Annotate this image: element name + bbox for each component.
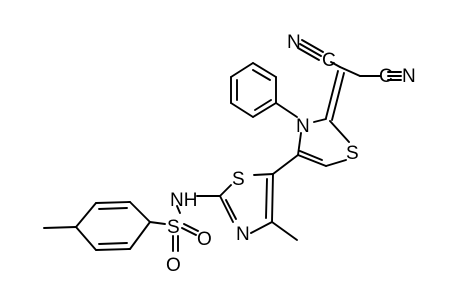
bond-n3-c2	[313, 118, 327, 123]
bond-c4-n3	[297, 132, 302, 156]
bond-tol-2	[95, 201, 131, 204]
thiazoline-ring	[297, 118, 350, 167]
bond-c-to-ylidene-left	[330, 61, 341, 68]
thiazole-ring	[219, 173, 298, 241]
bond-exocyclic-double-1	[325, 70, 339, 119]
atom-label-n-left: N	[287, 32, 301, 53]
bond-tol-4	[75, 226, 97, 251]
bond-nh-s	[176, 205, 181, 214]
bond-methyl-thiazole	[271, 221, 298, 241]
bond-ph-2	[252, 62, 277, 78]
atom-label-ring-s-bottom: S	[232, 169, 245, 190]
bond-c2-s1	[329, 120, 350, 143]
bond-tol-5-inner	[98, 242, 128, 245]
bond-tol-5	[95, 248, 131, 251]
bond-s-aryl	[149, 221, 166, 225]
bond-s1p-c2p	[219, 184, 232, 197]
bond-nitrile-left-1	[301, 39, 324, 53]
bond-ph-6-inner	[254, 99, 272, 111]
atom-label-oxygen-bottom: O	[166, 255, 181, 276]
dicyanomethylene-group	[297, 39, 402, 121]
atom-label-c-right: C	[379, 66, 393, 87]
atom-label-c-left: C	[322, 50, 336, 71]
bond-c2p-n3p	[219, 195, 234, 223]
tolyl-ring	[43, 201, 151, 251]
bond-s-o-right-2	[181, 227, 197, 236]
atom-label-nh: NH	[170, 190, 197, 211]
bond-nitrile-left-3	[297, 47, 320, 61]
bond-ph-5	[230, 102, 254, 118]
bond-ph-2-inner	[252, 69, 271, 81]
bond-methyl-tolyl	[43, 226, 77, 229]
atom-label-n-right: N	[402, 66, 416, 87]
bond-c4p-c5p-inner	[265, 178, 268, 219]
bond-s1-c5	[325, 159, 347, 167]
bond-ph-3	[230, 62, 254, 78]
bond-tol-6	[129, 221, 151, 250]
bond-exocyclic-double-2	[331, 72, 345, 121]
atom-label-thiazole-n: N	[236, 224, 250, 245]
atom-label-ring-n: N	[296, 116, 310, 137]
atom-label-ring-s-top: S	[346, 143, 359, 164]
bond-tol-2-inner	[98, 207, 128, 210]
bond-tol-1	[129, 201, 151, 223]
bond-c5-c4	[297, 154, 327, 167]
bond-c2p-n3p-inner	[225, 199, 237, 220]
bond-ring-linker	[272, 154, 299, 175]
bond-nitrile-left-2	[299, 43, 322, 57]
atom-label-oxygen-right: O	[197, 229, 212, 250]
atom-label-sulfonyl-s: S	[167, 217, 180, 238]
bond-ylidene-center	[339, 66, 361, 77]
bond-n3-phenyl	[275, 102, 298, 118]
bond-ph-6	[252, 102, 277, 118]
bond-c5-c4-inner	[299, 150, 323, 161]
phenyl-ring	[230, 62, 298, 118]
bond-tol-3	[75, 202, 97, 228]
bond-n3p-c4p	[250, 221, 273, 234]
bond-c5p-s1p	[253, 173, 274, 176]
bond-s-o-right-1	[183, 223, 199, 232]
sulfonyl-group	[149, 221, 199, 252]
bond-c4p-c5p	[271, 173, 274, 223]
